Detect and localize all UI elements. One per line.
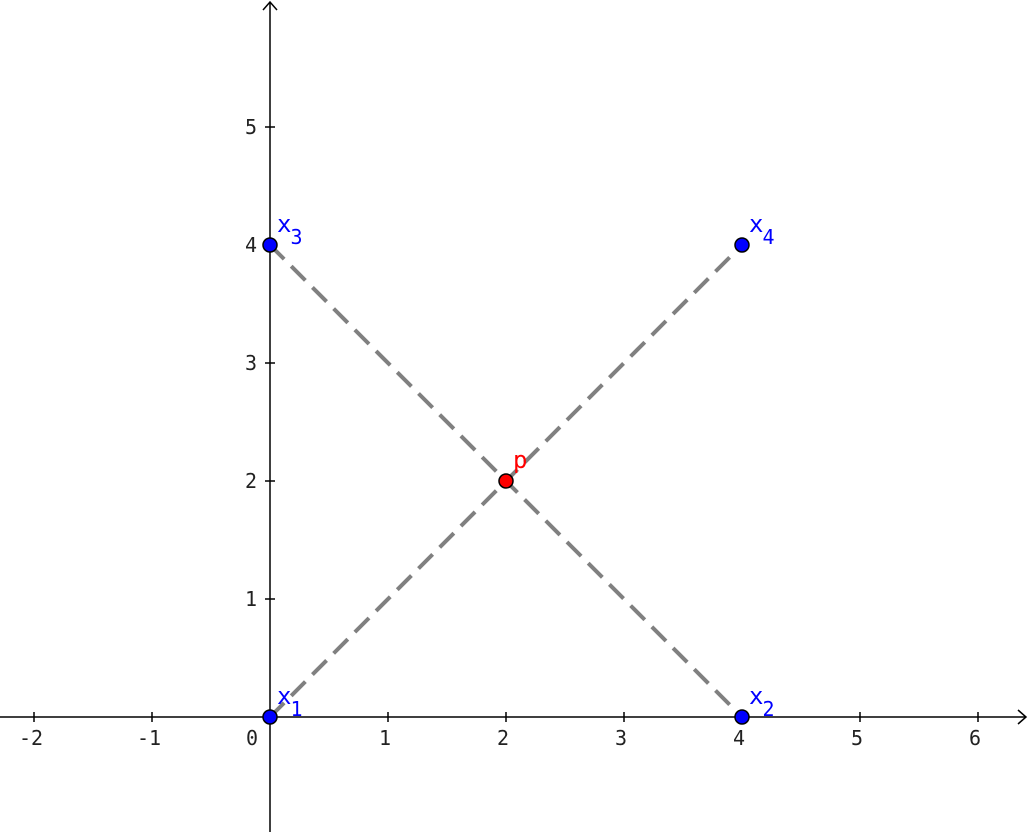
- y-tick-label: 1: [245, 587, 257, 611]
- x-tick-label: -2: [19, 726, 43, 750]
- x-tick-label: 0: [246, 726, 258, 750]
- point-x3[interactable]: [262, 237, 278, 253]
- y-tick-label: 2: [245, 469, 257, 493]
- axis-ticks: -2 -1 0 1 2 3 4 5 6 1 2 3 4 5: [19, 115, 981, 750]
- point-label-subscript: 1: [290, 697, 302, 721]
- x-tick-label: 5: [851, 726, 863, 750]
- y-tick-label: 3: [245, 351, 257, 375]
- point-x1[interactable]: [262, 709, 278, 725]
- point-label-subscript: 3: [290, 225, 302, 249]
- point-label-subscript: 4: [762, 225, 774, 249]
- point-label-x4: x4: [749, 210, 775, 249]
- point-label-subscript: 2: [762, 697, 774, 721]
- y-tick-label: 5: [245, 115, 257, 139]
- point-label-x2: x2: [749, 682, 775, 721]
- point-label-p: p: [513, 446, 527, 474]
- point-x2[interactable]: [734, 709, 750, 725]
- x-tick-label: 1: [379, 726, 391, 750]
- x-tick-label: 3: [615, 726, 627, 750]
- point-x4[interactable]: [734, 237, 750, 253]
- point-p[interactable]: [498, 473, 514, 489]
- x-axis-arrow: [1017, 709, 1028, 725]
- x-tick-label: 6: [969, 726, 981, 750]
- y-axis-arrow: [262, 0, 278, 11]
- y-tick-label: 4: [245, 233, 257, 257]
- x-tick-label: -1: [137, 726, 161, 750]
- point-label-x3: x3: [277, 210, 303, 249]
- x-tick-label: 2: [497, 726, 509, 750]
- x-tick-label: 4: [733, 726, 745, 750]
